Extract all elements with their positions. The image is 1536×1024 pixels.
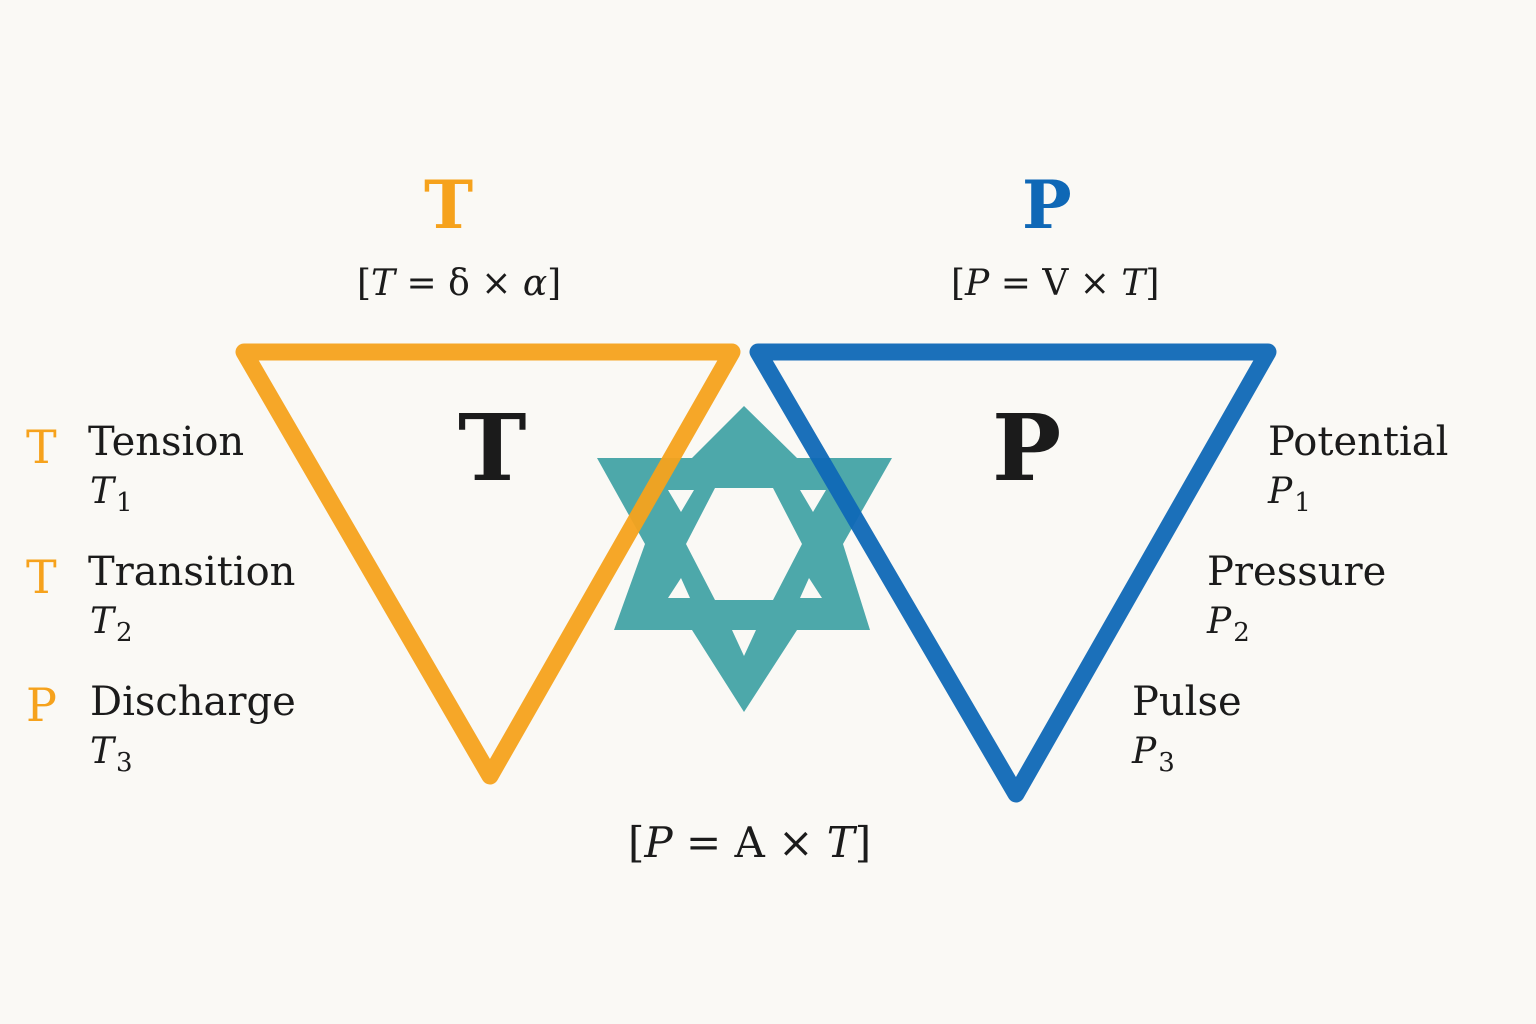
p-formula-eq: = V × (989, 263, 1122, 304)
legend-term-discharge: Discharge (90, 679, 296, 725)
bottom-formula-eq: = A × (672, 818, 827, 867)
legend-symbol-p2: P2 (1207, 601, 1250, 648)
legend-symbol-t3-letter: T (90, 731, 115, 772)
bottom-formula-lhs: P (644, 818, 673, 867)
legend-term-tension: Tension (88, 419, 245, 465)
legend-symbol-t1: T1 (90, 471, 133, 518)
star-of-david-icon (597, 406, 892, 712)
legend-term-transition: Transition (88, 549, 296, 595)
p-formula-lhs: P (965, 263, 990, 304)
legend-t-icon: T (26, 420, 57, 474)
legend-symbol-p2-letter: P (1207, 601, 1232, 642)
t-head-letter: T (424, 166, 474, 244)
legend-symbol-t3-index: 3 (116, 748, 133, 778)
t-triangle-letter: T (458, 394, 527, 502)
legend-term-pulse: Pulse (1132, 679, 1242, 725)
legend-symbol-p1-index: 1 (1294, 488, 1311, 518)
p-formula-open: [ (951, 263, 966, 304)
t-formula-rhs: α (522, 263, 548, 304)
p-head-letter: P (1022, 166, 1072, 244)
t-formula-close: ] (547, 263, 562, 304)
legend-symbol-p3: P3 (1132, 731, 1175, 778)
legend-symbol-p1-letter: P (1268, 471, 1293, 512)
p-triangle (749, 343, 1277, 803)
p-formula-close: ] (1145, 263, 1160, 304)
legend-symbol-p1: P1 (1268, 471, 1311, 518)
legend-symbol-t1-letter: T (90, 471, 115, 512)
bottom-formula-rhs: T (826, 818, 855, 867)
star-shape (597, 406, 892, 712)
t-formula-eq: = δ × (395, 263, 523, 304)
legend-symbol-t2: T2 (90, 601, 133, 648)
p-formula-rhs: T (1121, 263, 1146, 304)
legend-symbol-t2-letter: T (90, 601, 115, 642)
legend-symbol-p3-index: 3 (1158, 748, 1175, 778)
legend-symbol-t3: T3 (90, 731, 133, 778)
legend-term-potential: Potential (1268, 419, 1449, 465)
t-triangle (235, 343, 741, 785)
legend-symbol-p2-index: 2 (1233, 618, 1250, 648)
bottom-formula-close: ] (854, 818, 872, 867)
legend-symbol-t2-index: 2 (116, 618, 133, 648)
bottom-formula: [P = A × T] (628, 822, 871, 864)
legend-term-pressure: Pressure (1207, 549, 1387, 595)
p-triangle-letter: P (992, 394, 1062, 502)
legend-t-icon: T (26, 550, 57, 604)
legend-symbol-p3-letter: P (1132, 731, 1157, 772)
t-formula: [T = δ × α] (357, 266, 561, 302)
legend-p-icon: P (26, 678, 57, 732)
t-formula-open: [ (357, 263, 372, 304)
p-formula: [P = V × T] (951, 266, 1159, 302)
t-formula-lhs: T (371, 263, 396, 304)
legend-symbol-t1-index: 1 (116, 488, 133, 518)
bottom-formula-open: [ (628, 818, 645, 867)
